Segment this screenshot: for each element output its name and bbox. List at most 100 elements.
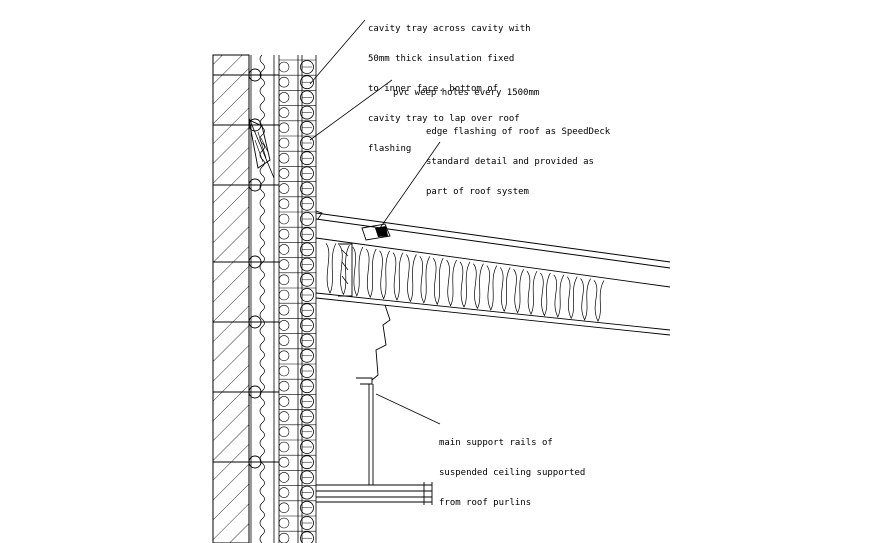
weep-hole-circle: [300, 136, 314, 150]
weep-hole-circle: [300, 516, 314, 530]
insulation-batt: [406, 254, 417, 303]
weep-holes-note: pvc weep holes every 1500mm: [393, 68, 539, 108]
weep-hole-circle: [300, 364, 314, 378]
tie-end-circle: [278, 365, 290, 377]
tie-end-circle: [278, 61, 290, 73]
weep-hole-circle: [300, 120, 314, 135]
weep-hole-circle: [300, 500, 314, 515]
cavity-tray: [248, 117, 275, 179]
weep-hole-circle: [300, 303, 314, 318]
tie-end-circle: [278, 517, 290, 529]
weep-hole-circle: [300, 90, 314, 105]
weep-hole-circle: [300, 212, 314, 226]
weep-hole-circle: [300, 424, 314, 439]
cavity-tray-note: cavity tray across cavity with 50mm thic…: [368, 4, 531, 164]
tie-end-circle: [278, 335, 290, 346]
tie-end-circle: [278, 441, 290, 453]
insulation-batt: [339, 245, 350, 296]
weep-hole-circle: [300, 196, 314, 211]
tie-end-circle: [278, 532, 290, 543]
weep-hole-circle: [300, 75, 314, 90]
insulation-batt: [580, 278, 591, 321]
leader-lines: [309, 19, 441, 425]
insulation-batt: [432, 257, 444, 306]
note-line: suspended ceiling supported: [439, 468, 586, 478]
tie-end-circle: [278, 274, 290, 286]
insulation-batt: [392, 252, 404, 301]
note-line: pvc weep holes every 1500mm: [393, 88, 540, 98]
roof-deck: [315, 210, 671, 336]
insulation-batt: [446, 259, 457, 307]
insulation-batt: [540, 272, 551, 317]
tie-end-circle: [278, 137, 290, 149]
support-rails-note: main support rails of suspended ceiling …: [439, 418, 585, 518]
note-line: 50mm thick insulation fixed: [368, 54, 515, 64]
weep-hole-circle: [300, 409, 314, 424]
tie-end-circle: [278, 487, 290, 498]
roof-insulation: [325, 243, 605, 322]
weep-hole-circle: [300, 333, 314, 348]
weep-hole-circle: [300, 394, 314, 409]
note-line: edge flashing of roof as SpeedDeck: [426, 127, 611, 137]
insulation-batt: [593, 280, 605, 322]
insulation-batt: [379, 250, 390, 300]
weep-hole-circle: [300, 272, 314, 287]
tie-end-circle: [278, 76, 290, 88]
insulation-batt: [513, 269, 524, 314]
weep-hole-circle: [300, 288, 314, 302]
inner-blockwork-wall: [212, 54, 250, 543]
insulation-batt: [365, 248, 377, 299]
weep-hole-circle: [300, 227, 314, 242]
tie-end-circle: [278, 259, 290, 270]
tie-end-circle: [278, 213, 290, 225]
tie-end-circle: [278, 320, 290, 331]
weep-hole-circle: [300, 242, 314, 257]
note-line: to inner face. bottom of: [368, 84, 499, 94]
insulation-batt: [553, 274, 565, 318]
insulation-batt: [325, 243, 337, 294]
tie-end-circle: [278, 244, 290, 255]
weep-hole-circle: [300, 151, 314, 166]
weep-hole-circle: [300, 485, 314, 500]
tie-end-circle: [278, 472, 290, 483]
tie-end-circle: [278, 304, 290, 316]
insulation-batt: [566, 276, 578, 320]
tie-end-circle: [278, 183, 290, 194]
tie-end-circle: [278, 380, 290, 392]
weep-hole-circle: [300, 318, 314, 333]
weep-hole-circle: [300, 379, 314, 394]
wall-ties: [213, 68, 279, 469]
note-line: from roof purlins: [439, 498, 532, 508]
tie-fixing: [248, 455, 262, 469]
purlin-and-hanger: [338, 243, 391, 485]
tie-end-circle: [278, 168, 290, 179]
weep-hole-circle: [300, 181, 314, 196]
tie-fixing: [248, 385, 262, 399]
tie-end-circle: [278, 152, 290, 164]
weep-hole-circle: [300, 257, 314, 272]
note-line: flashing: [368, 144, 412, 154]
tie-end-circle: [278, 502, 290, 514]
note-line: standard detail and provided as: [426, 157, 594, 167]
insulation-batt: [459, 261, 471, 308]
insulation-batt: [526, 270, 538, 315]
tie-end-circle: [278, 426, 290, 438]
tie-end-circle: [278, 289, 290, 301]
insulation-batt: [473, 263, 484, 310]
tie-end-circle: [278, 122, 290, 134]
weep-hole-circle: [300, 348, 314, 363]
outer-brick-leaf: [278, 55, 317, 543]
tie-end-circle: [278, 228, 290, 240]
insulation-batt: [352, 246, 364, 297]
suspended-ceiling: [316, 482, 433, 505]
insulation-batt: [499, 267, 511, 313]
tie-end-circle: [278, 411, 290, 422]
tie-fixing: [248, 118, 262, 132]
note-line: cavity tray across cavity with: [368, 24, 531, 34]
note-line: main support rails of: [439, 438, 553, 448]
note-line: cavity tray to lap over roof: [368, 114, 520, 124]
weep-hole-circle: [300, 531, 314, 543]
weep-hole-circle: [300, 105, 314, 120]
tie-end-circle: [278, 396, 290, 407]
weep-hole-circle: [300, 60, 314, 74]
